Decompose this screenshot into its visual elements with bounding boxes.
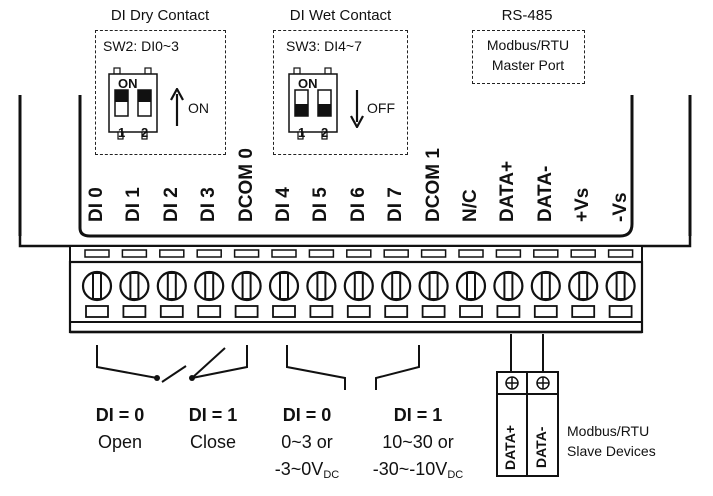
- screw-head-slot-3: [204, 272, 215, 300]
- wire-entry-6[interactable]: [309, 305, 334, 318]
- sw3-pos-2: 2: [321, 125, 329, 140]
- sw2-pos-1: 1: [118, 125, 126, 140]
- wet-high-line1: 10~30 or: [382, 432, 454, 452]
- wire-entry-4[interactable]: [234, 305, 259, 318]
- wet-low-state: DI = 0: [282, 405, 332, 425]
- screw-head-slot-6: [316, 272, 327, 300]
- terminal-slot-7: [346, 249, 372, 258]
- terminal-label-7: DI 6: [347, 187, 369, 222]
- terminal-slot-8: [383, 249, 409, 258]
- sw3-pos-1: 1: [298, 125, 306, 140]
- screw-head-slot-11: [503, 272, 514, 300]
- sw3-label: SW3: DI4~7: [286, 38, 362, 54]
- arrow-up-icon: [170, 88, 184, 126]
- slave-data-minus: DATA-: [533, 426, 549, 468]
- wire-entry-1[interactable]: [122, 305, 147, 318]
- screw-head-slot-1: [129, 272, 140, 300]
- dip-switch-sw2-icon: [108, 67, 158, 140]
- terminal-slot-9: [420, 249, 447, 258]
- dip-switch-sw3-icon: [288, 67, 338, 140]
- rs485-line1: Modbus/RTU: [486, 37, 570, 53]
- wet-high-line2: -30~-10VDC: [372, 459, 464, 481]
- terminal-slot-1: [121, 249, 148, 258]
- terminal-slot-4: [233, 249, 260, 258]
- sw2-on-mark: ON: [118, 76, 138, 91]
- slave-data-plus: DATA+: [502, 425, 518, 470]
- dry-close-label: Close: [189, 432, 237, 452]
- arrow-down-icon: [350, 90, 364, 128]
- wire-entry-11[interactable]: [496, 305, 521, 318]
- terminal-slot-10: [458, 249, 484, 258]
- terminal-slot-12: [533, 249, 559, 258]
- wire-entry-3[interactable]: [197, 305, 222, 318]
- sw3-direction-label: OFF: [367, 100, 395, 116]
- terminal-slot-0: [84, 249, 110, 258]
- screw-head-slot-7: [353, 272, 364, 300]
- rs485-line2: Master Port: [491, 57, 565, 73]
- dry-open-state: DI = 0: [95, 405, 145, 425]
- screw-head-slot-14: [615, 272, 626, 300]
- screw-head-slot-10: [466, 272, 476, 300]
- terminal-label-0: DI 0: [86, 187, 107, 222]
- dip-switch-sw2-box: SW2: DI0~3 ON 1 2 ON: [95, 30, 226, 155]
- screw-head-slot-8: [391, 272, 402, 300]
- wire-entry-8[interactable]: [384, 305, 409, 318]
- wet-low-line1: 0~3 or: [281, 432, 333, 452]
- wire-entry-5[interactable]: [272, 305, 296, 318]
- sw2-label: SW2: DI0~3: [103, 38, 179, 54]
- slave-line2: Slave Devices: [567, 443, 656, 459]
- terminal-label-13: +Vs: [572, 187, 594, 222]
- wet-high-state: DI = 1: [393, 405, 443, 425]
- terminal-label-12: DATA-: [534, 165, 556, 222]
- dry-close-state: DI = 1: [188, 405, 238, 425]
- terminal-label-11: DATA+: [497, 160, 519, 222]
- sw2-direction-label: ON: [188, 100, 209, 116]
- wire-entry-2[interactable]: [159, 305, 184, 318]
- terminal-slot-2: [159, 249, 185, 258]
- rs485-master-port-box: Modbus/RTU Master Port: [472, 30, 585, 84]
- screw-head-slot-12: [540, 272, 551, 300]
- terminal-label-1: DI 1: [123, 187, 145, 222]
- wet-low-line2: -3~0VDC: [274, 459, 340, 481]
- sw3-on-mark: ON: [298, 76, 318, 91]
- wire-entry-7[interactable]: [346, 305, 371, 318]
- header-wet-contact: DI Wet Contact: [289, 7, 392, 24]
- terminal-label-10: N/C: [460, 189, 481, 222]
- terminal-label-5: DI 4: [273, 187, 294, 222]
- dry-open-label: Open: [97, 432, 143, 452]
- header-dry-contact: DI Dry Contact: [110, 7, 210, 24]
- terminal-slot-3: [196, 249, 222, 258]
- terminal-slot-11: [495, 249, 522, 258]
- screw-head-slot-5: [279, 272, 289, 300]
- slave-line1: Modbus/RTU: [567, 423, 650, 439]
- sw2-pos-2: 2: [141, 125, 149, 140]
- terminal-slot-5: [271, 249, 297, 258]
- wire-entry-0[interactable]: [85, 305, 109, 318]
- wire-entry-9[interactable]: [421, 305, 446, 318]
- terminal-slot-14: [607, 249, 634, 258]
- screw-head-slot-2: [166, 272, 177, 300]
- wire-entry-13[interactable]: [571, 305, 596, 318]
- wire-entry-12[interactable]: [533, 305, 558, 318]
- wire-entry-10[interactable]: [459, 305, 483, 318]
- wire-entry-14[interactable]: [608, 305, 633, 318]
- screw-head-slot-9: [428, 272, 439, 300]
- terminal-slot-6: [308, 249, 335, 258]
- terminal-slot-13: [570, 249, 596, 258]
- terminal-label-6: DI 5: [310, 187, 332, 222]
- terminal-label-14: -Vs: [609, 192, 631, 222]
- terminal-label-4: DCOM 0: [235, 148, 257, 222]
- terminal-label-8: DI 7: [385, 187, 407, 222]
- terminal-label-3: DI 3: [198, 187, 220, 222]
- terminal-label-9: DCOM 1: [422, 148, 444, 222]
- screw-head-slot-13: [578, 272, 589, 300]
- screw-head-slot-0: [92, 272, 102, 300]
- screw-head-slot-4: [241, 272, 252, 300]
- dip-switch-sw3-box: SW3: DI4~7 ON 1 2 OFF: [273, 30, 408, 155]
- terminal-label-2: DI 2: [160, 187, 182, 222]
- header-rs485: RS-485: [501, 7, 553, 24]
